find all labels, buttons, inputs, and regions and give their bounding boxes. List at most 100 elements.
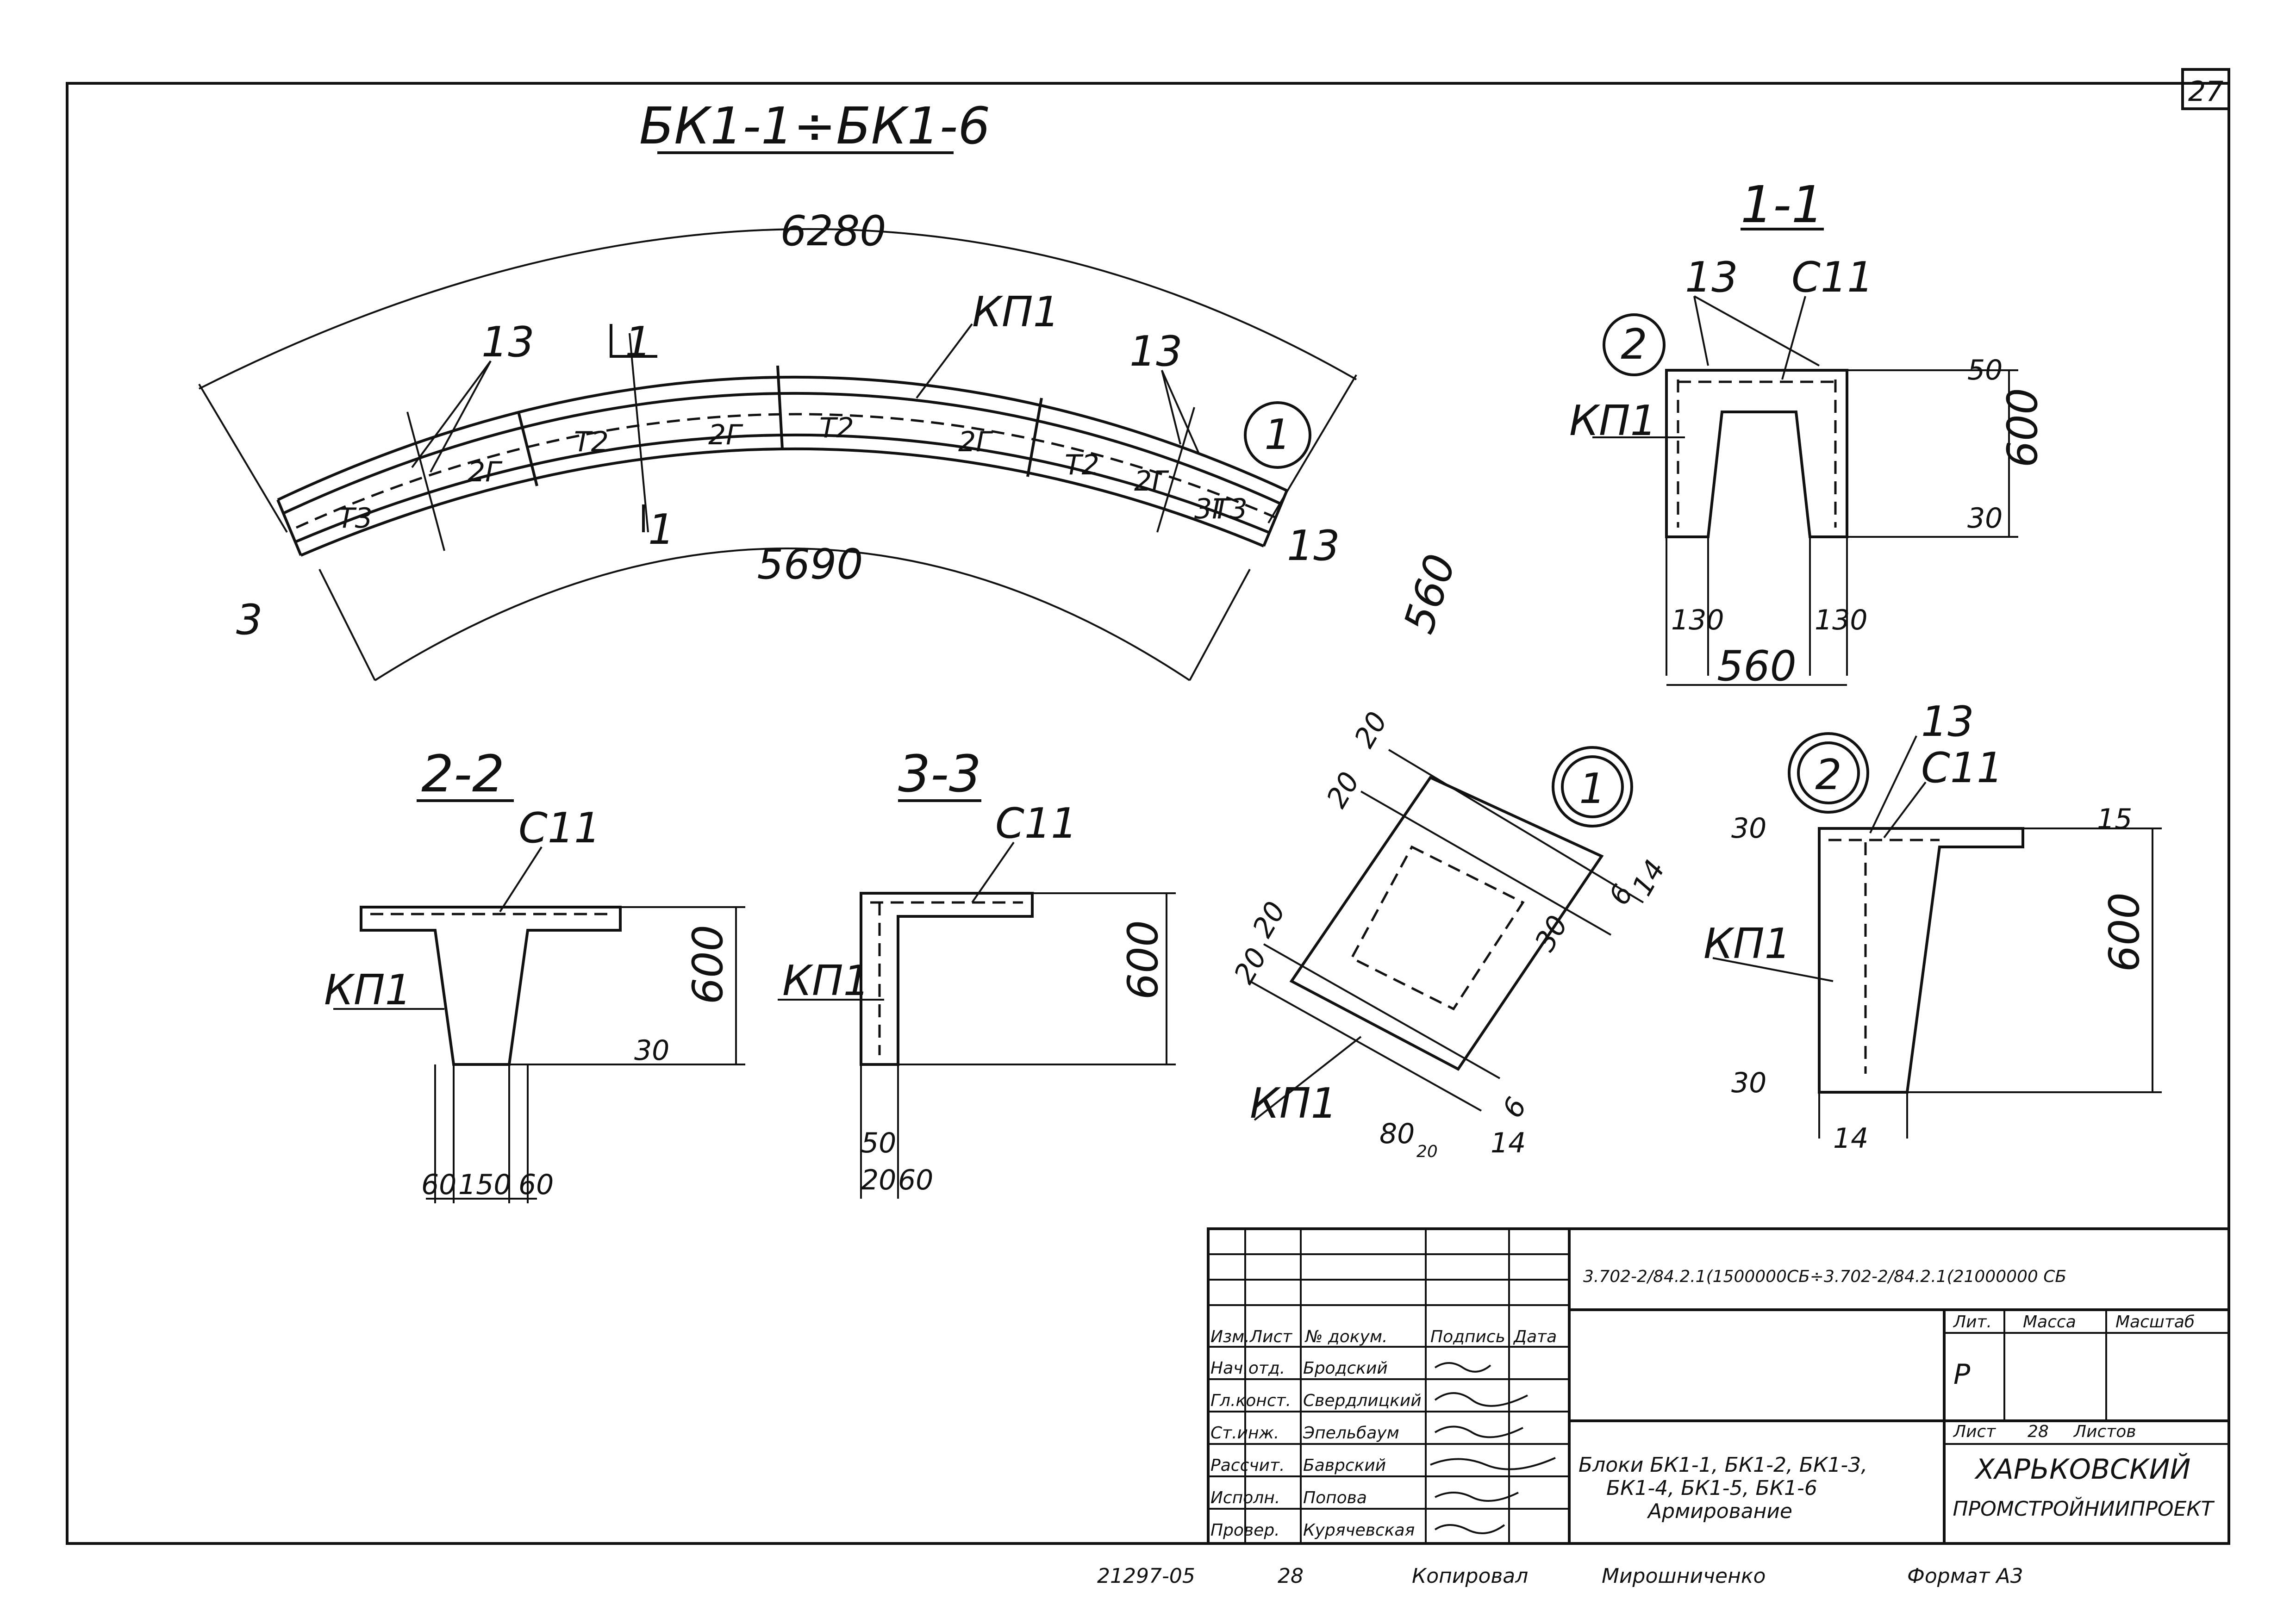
node-1-dim-9: 80 <box>1379 1118 1415 1150</box>
beam-end-left <box>276 499 302 556</box>
node-2-outline <box>1818 827 2024 1094</box>
node-1-callout-inner <box>1561 755 1624 818</box>
node-2-leader-13 <box>1869 735 1917 834</box>
tb-header-doc: № докум. <box>1304 1327 1387 1346</box>
section-2-2-dim-30: 30 <box>634 1034 669 1067</box>
node-2-leader-kp1 <box>1712 957 1834 982</box>
leader-13-a1 <box>411 360 492 468</box>
tb-signature-3 <box>1434 1425 1523 1438</box>
segment-joint-1 <box>517 411 538 486</box>
tb-header-izm: Изм. <box>1210 1327 1250 1346</box>
section-1-1-label-kp1: КП1 <box>1569 397 1657 445</box>
node-2-callout-inner <box>1797 741 1860 804</box>
node-1-dim-11: 14 <box>1491 1127 1526 1159</box>
node-1: 1 КП1 20 20 20 20 14 6 30 6 80 20 14 <box>1228 706 1672 1161</box>
plan-label-13-a: 13 <box>481 318 535 367</box>
node-1-bar-bot2 <box>1249 980 1482 1112</box>
node-2-callout-number: 2 <box>1815 751 1841 799</box>
section-2-2: 2-2 С11 КП1 600 30 60 150 60 <box>324 744 745 1203</box>
section-3-3-outline <box>860 892 1034 1066</box>
node-2: 2 13 С11 КП1 30 15 600 30 14 <box>1703 697 2162 1155</box>
plan-t-label-2: Т2 <box>574 426 609 458</box>
section-2-2-title: 2-2 <box>421 744 505 803</box>
tb-name-6: Курячевская <box>1303 1521 1415 1540</box>
tb-role-2: Гл.конст. <box>1210 1391 1291 1410</box>
tb-header-sign: Подпись <box>1430 1327 1505 1346</box>
node-1-bar-bot <box>1263 943 1500 1079</box>
section-3-3-stem <box>860 1064 899 1199</box>
tb-doc-code: 3.702-2/84.2.1(1500000СБ÷3.702-2/84.2.1(… <box>1583 1267 2066 1286</box>
tb-stage-lit: Лит. <box>1953 1313 1992 1332</box>
node-1-dim-7: 30 <box>1529 910 1574 957</box>
section-1-1-dim-600-text: 600 <box>1998 388 2047 467</box>
section-1-1-leader-13a <box>1693 296 1709 366</box>
plan-n-label-4: 2Г <box>1134 465 1169 498</box>
plan-view: 6280 5690 560 13 13 13 КП1 1 1 3 1 Т3 Т2… <box>198 207 1466 681</box>
tb-description-2: БК1-4, БК1-5, БК1-6 <box>1606 1476 1817 1500</box>
tb-stage-mass: Масса <box>2023 1313 2076 1332</box>
section-3-3: 3-3 С11 КП1 600 50 20 60 <box>778 744 1176 1199</box>
plan-dim-outer: 6280 <box>780 207 886 255</box>
section-2-2-label-kp1: КП1 <box>324 966 412 1014</box>
tb-sheet-label: Лист <box>1953 1422 1996 1441</box>
tb-sheet-value: 28 <box>2028 1422 2049 1441</box>
footer-inv: 21297-05 <box>1097 1564 1195 1588</box>
cut-line-1-1 <box>629 333 649 533</box>
node-2-dim-30b: 30 <box>1731 1067 1766 1099</box>
node-2-label-kp1: КП1 <box>1703 920 1791 968</box>
plan-dim-inner: 5690 <box>757 540 863 589</box>
node-1-dim-8: 6 <box>1496 1092 1533 1123</box>
node-2-callout-outer <box>1788 732 1869 814</box>
node-2-label-c11: С11 <box>1921 744 2003 792</box>
footer-format: Формат А3 <box>1907 1564 2023 1588</box>
section-1-1-label-13: 13 <box>1685 253 1738 302</box>
node-1-bar-top <box>1388 749 1644 903</box>
section-3-3-dim-600-text: 600 <box>1119 920 1167 1000</box>
plan-cut-1-bottom: 1 <box>648 505 674 554</box>
tb-org-1: ХАРЬКОВСКИЙ <box>1974 1453 2191 1486</box>
section-1-1-rebar-cage <box>1677 380 1837 528</box>
node-2-dim-14: 14 <box>1833 1122 1868 1155</box>
section-1-1-leader-13b <box>1694 295 1820 367</box>
node-1-label-kp1: КП1 <box>1250 1079 1337 1128</box>
footer-copied: Копировал <box>1412 1564 1528 1588</box>
plan-outer-dim-arc <box>199 228 1357 390</box>
plan-inner-dim-arc <box>374 548 1191 681</box>
plan-n-label-5: 3Г <box>1194 493 1229 525</box>
section-3-3-label-kp1: КП1 <box>782 957 870 1005</box>
plan-callout-circle <box>1244 401 1311 469</box>
tb-header-date: Дата <box>1513 1327 1557 1346</box>
title-block-frame <box>1207 1227 2230 1545</box>
tb-signature-5 <box>1435 1492 1519 1502</box>
section-1-1-dim-560-text: 560 <box>1717 642 1797 691</box>
tb-org-2: ПРОМСТРОЙНИИПРОЕКТ <box>1953 1496 2215 1521</box>
segment-joint-2 <box>776 365 784 449</box>
plan-dim-width: 560 <box>1395 548 1466 639</box>
section-2-2-dim-60a: 60 <box>421 1169 456 1201</box>
tb-description-3: Армирование <box>1647 1500 1792 1523</box>
tb-header-list: Лист <box>1249 1327 1292 1346</box>
node-2-label-13: 13 <box>1921 697 1974 746</box>
section-2-2-stem <box>434 1064 529 1203</box>
section-2-2-leader-c11 <box>499 846 543 913</box>
footer: 21297-05 28 Копировал Мирошниченко Форма… <box>1097 1564 2023 1588</box>
tb-signature-4 <box>1430 1457 1556 1470</box>
node-1-dim-10: 20 <box>1416 1142 1438 1161</box>
leader-13-a2 <box>430 361 492 473</box>
plan-callout-number: 1 <box>1264 411 1291 459</box>
section-1-1-dim-130b: 130 <box>1815 604 1868 636</box>
title-block: Изм. Лист № докум. Подпись Дата Нач.отд.… <box>1207 1227 2230 1545</box>
section-3-3-dim-60: 60 <box>898 1164 933 1196</box>
section-1-1-title: 1-1 <box>1741 175 1824 234</box>
segment-joint-3 <box>1026 398 1043 477</box>
tb-signature-6 <box>1434 1524 1505 1534</box>
node-2-dim-30: 30 <box>1731 812 1766 845</box>
node-1-bar-top2 <box>1360 790 1611 936</box>
footer-num: 28 <box>1278 1564 1304 1588</box>
node-1-outline <box>1289 776 1604 1071</box>
node-1-inner-dash <box>1350 845 1525 1011</box>
leader-13-b2 <box>1161 370 1200 454</box>
section-1-1-outline <box>1665 369 1848 538</box>
node-1-dim-3: 20 <box>1246 896 1292 943</box>
plan-label-13-b: 13 <box>1129 327 1183 376</box>
